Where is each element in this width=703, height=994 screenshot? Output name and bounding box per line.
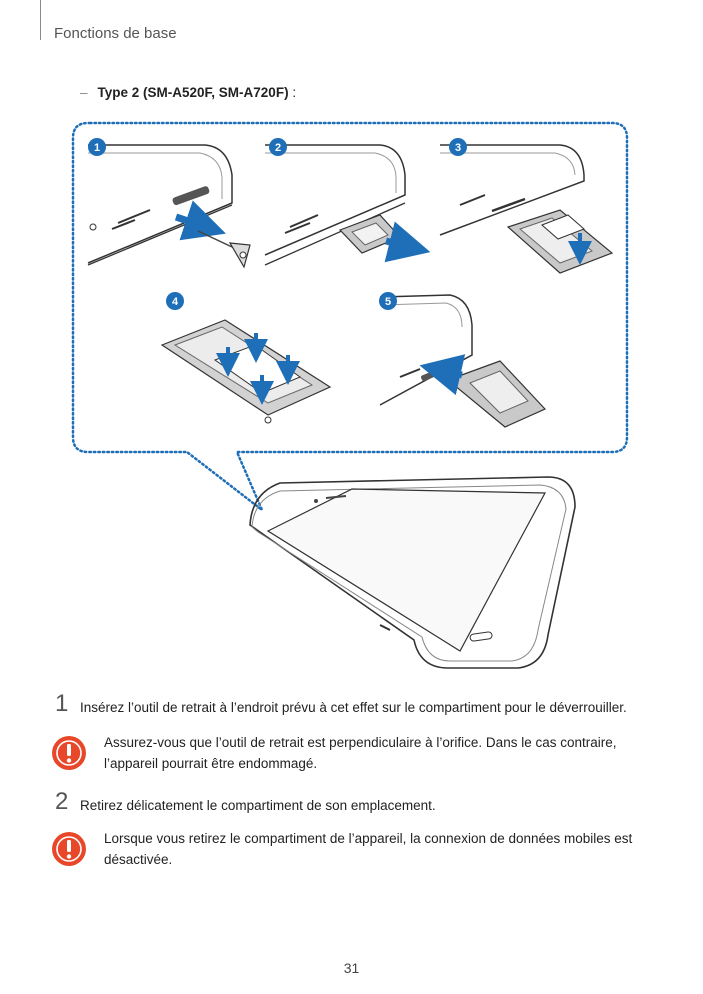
panel-1-insert-pin (87, 144, 251, 269)
section-title: Fonctions de base (54, 25, 177, 42)
model-type-suffix: : (288, 85, 297, 100)
step-badge-1: 1 (88, 138, 106, 156)
panel-3-place-card (439, 144, 614, 274)
note-text: Lorsque vous retirez le compartiment de … (104, 831, 633, 867)
step-badge-5: 5 (379, 292, 397, 310)
svg-text:1: 1 (94, 142, 100, 154)
model-type-label: Type 2 (SM-A520F, SM-A720F) (97, 85, 289, 100)
svg-text:3: 3 (455, 142, 461, 154)
callout-outline (71, 121, 629, 514)
svg-text:5: 5 (385, 296, 391, 308)
list-dash: – (80, 85, 88, 100)
exclamation-warning-icon (52, 736, 86, 770)
step-badge-3: 3 (449, 138, 467, 156)
panel-2-pull-tray (264, 144, 431, 266)
note-text: Assurez-vous que l’outil de retrait est … (104, 735, 617, 771)
panel-5-reinsert-tray (379, 294, 547, 428)
subsection-heading: –Type 2 (SM-A520F, SM-A720F) : (80, 85, 296, 100)
step-badge-4: 4 (166, 292, 184, 310)
section-divider (40, 0, 41, 40)
svg-text:2: 2 (275, 142, 281, 154)
step-text: Insérez l’outil de retrait à l’endroit p… (80, 700, 627, 715)
sim-tray-illustration: 1 2 3 4 5 (71, 121, 629, 669)
step-badge-2: 2 (269, 138, 287, 156)
step-number: 1 (55, 690, 69, 717)
step-text: Retirez délicatement le compartiment de … (80, 798, 436, 813)
exclamation-warning-icon (52, 832, 86, 866)
phone-illustration (249, 476, 576, 669)
step-number: 2 (55, 788, 69, 815)
panel-4-cards-in-tray (160, 319, 332, 424)
page-number: 31 (343, 960, 360, 976)
svg-text:4: 4 (172, 296, 179, 308)
